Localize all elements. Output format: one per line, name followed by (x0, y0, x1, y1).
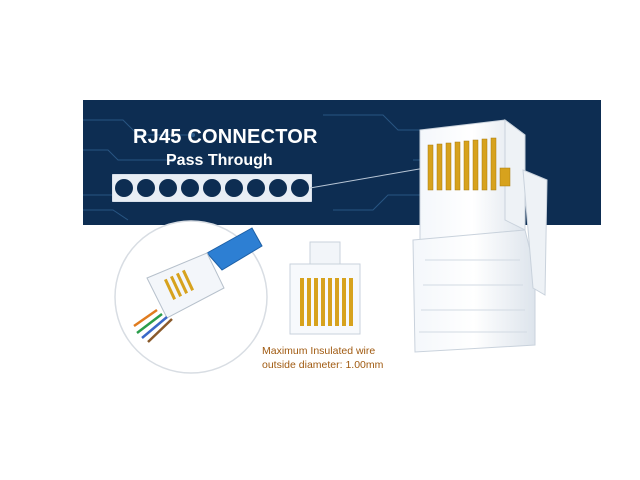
front-view-connector-icon (289, 241, 361, 335)
wire-diameter-caption: Maximum Insulated wire outside diameter:… (262, 344, 383, 372)
pass-through-hole-strip (112, 174, 312, 202)
leader-line (309, 167, 426, 189)
banner-title: RJ45 CONNECTOR (133, 126, 318, 148)
banner-subtitle: Pass Through (166, 152, 273, 169)
pass-through-hole (291, 179, 309, 197)
caption-line-2: outside diameter: 1.00mm (262, 359, 384, 371)
large-rj45-connector-icon (412, 119, 548, 353)
pass-through-hole (159, 179, 177, 197)
pass-through-hole (115, 179, 133, 197)
pass-through-hole (269, 179, 287, 197)
pass-through-hole (225, 179, 243, 197)
pass-through-hole (137, 179, 155, 197)
caption-line-1: Maximum Insulated wire (262, 345, 376, 357)
pass-through-hole (181, 179, 199, 197)
pass-through-hole (203, 179, 221, 197)
pass-through-hole (247, 179, 265, 197)
cable-closeup-image (114, 220, 268, 374)
